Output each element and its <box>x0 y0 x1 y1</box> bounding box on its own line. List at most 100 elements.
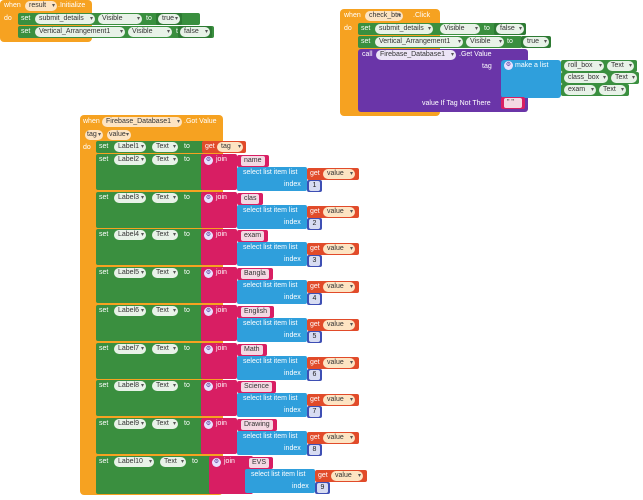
setter-block-label1-text[interactable]: set Label1 Text to <box>96 141 210 153</box>
number-block[interactable]: 1 <box>307 180 322 192</box>
text-string-block[interactable]: name <box>237 155 269 167</box>
join-block[interactable]: ⚙ join <box>201 304 237 341</box>
make-a-list-block[interactable]: ⚙ make a list <box>501 60 561 98</box>
variable-dropdown[interactable]: value <box>331 470 363 481</box>
mutator-gear-icon[interactable]: ⚙ <box>204 193 213 203</box>
call-block-firebase-get-value[interactable]: call Firebase_Database1 .Get Value tag v… <box>358 49 528 112</box>
component-dropdown[interactable]: Label6 <box>114 305 146 316</box>
text-string-block[interactable]: EVS <box>245 456 274 469</box>
text-string-block[interactable]: Drawing <box>237 418 277 431</box>
select-list-item-block[interactable]: select list item list index <box>237 355 307 380</box>
component-dropdown[interactable]: check_btn <box>365 11 403 21</box>
setter-block-label3-text[interactable]: set Label3 Text to <box>96 191 212 228</box>
number-value[interactable]: 5 <box>309 331 320 342</box>
mutator-gear-icon[interactable]: ⚙ <box>204 344 213 354</box>
property-dropdown[interactable]: Text <box>152 230 178 241</box>
select-list-item-block[interactable]: select list item list index <box>245 468 315 493</box>
variable-dropdown[interactable]: value <box>323 319 355 330</box>
variable-dropdown[interactable]: value <box>323 282 355 293</box>
get-value-block[interactable]: get value <box>307 394 359 407</box>
join-block[interactable]: ⚙ join <box>201 191 237 228</box>
component-dropdown[interactable]: Firebase_Database1 <box>102 117 182 127</box>
property-dropdown[interactable]: Visible <box>98 14 142 24</box>
component-dropdown[interactable]: Label1 <box>114 142 146 152</box>
setter-block-label7-text[interactable]: set Label7 Text to <box>96 342 212 379</box>
component-dropdown[interactable]: class_box <box>564 73 608 83</box>
property-dropdown[interactable]: Text <box>152 155 178 165</box>
setter-block-submit-visible[interactable]: set submit_details Visible to <box>18 13 200 25</box>
variable-dropdown[interactable]: value <box>323 395 355 406</box>
component-dropdown[interactable]: roll_box <box>564 61 604 71</box>
join-block[interactable]: ⚙ join <box>201 154 237 190</box>
string-value[interactable]: Science <box>241 382 272 393</box>
number-value[interactable]: 2 <box>309 218 320 229</box>
number-value[interactable]: 8 <box>309 444 320 455</box>
property-dropdown[interactable]: Text <box>152 142 178 152</box>
join-block[interactable]: ⚙ join <box>201 342 237 379</box>
getter-class-box-text[interactable]: class_box Text <box>561 72 639 84</box>
select-list-item-block[interactable]: select list item list index <box>237 393 307 418</box>
variable-dropdown[interactable]: value <box>323 206 355 217</box>
setter-block-label5-text[interactable]: set Label5 Text to <box>96 267 212 304</box>
setter-block-arrangement-visible[interactable]: set Vertical_Arrangement1 Visible to <box>358 36 522 48</box>
join-block[interactable]: ⚙ join <box>201 267 237 304</box>
select-list-item-block[interactable]: select list item list index <box>237 242 307 267</box>
property-dropdown[interactable]: Text <box>152 192 178 203</box>
text-string-block[interactable]: exam <box>237 230 269 243</box>
number-block[interactable]: 2 <box>307 217 322 230</box>
boolean-block[interactable]: true <box>156 13 182 25</box>
boolean-dropdown[interactable]: true <box>523 37 549 47</box>
string-value[interactable]: exam <box>241 231 265 242</box>
property-dropdown[interactable]: Text <box>599 85 626 95</box>
component-dropdown[interactable]: Firebase_Database1 <box>376 50 456 60</box>
boolean-block[interactable]: false <box>178 26 212 38</box>
mutator-gear-icon[interactable]: ⚙ <box>504 61 513 70</box>
get-value-block[interactable]: get value <box>307 243 359 256</box>
text-string-block[interactable]: English <box>237 305 274 318</box>
select-list-item-block[interactable]: select list item list index <box>237 280 307 305</box>
component-dropdown[interactable]: result <box>25 1 57 11</box>
string-value[interactable]: name <box>241 156 265 166</box>
component-dropdown[interactable]: submit_details <box>375 24 433 34</box>
get-value-block[interactable]: get value <box>307 281 359 294</box>
property-dropdown[interactable]: Text <box>152 381 178 392</box>
property-dropdown[interactable]: Text <box>160 456 186 467</box>
select-list-item-block[interactable]: select list item list index <box>237 204 307 229</box>
number-block[interactable]: 5 <box>307 330 322 343</box>
number-block[interactable]: 4 <box>307 293 322 306</box>
text-string-block[interactable]: Bangla <box>237 268 273 281</box>
mutator-gear-icon[interactable]: ⚙ <box>212 457 221 467</box>
get-value-block[interactable]: get value <box>307 205 359 218</box>
get-tag-block[interactable]: get tag <box>202 141 246 153</box>
component-dropdown[interactable]: Label4 <box>114 230 146 241</box>
string-value[interactable]: EVS <box>249 457 270 468</box>
setter-block-label6-text[interactable]: set Label6 Text to <box>96 304 212 341</box>
empty-string-block[interactable]: " " <box>501 97 525 109</box>
setter-block-label4-text[interactable]: set Label4 Text to <box>96 229 212 266</box>
property-dropdown[interactable]: Text <box>607 61 634 71</box>
component-dropdown[interactable]: Label10 <box>114 456 154 467</box>
number-block[interactable]: 9 <box>315 481 330 494</box>
component-dropdown[interactable]: Label2 <box>114 155 146 165</box>
mutator-gear-icon[interactable]: ⚙ <box>204 382 213 392</box>
string-value[interactable]: " " <box>504 98 522 108</box>
get-value-block[interactable]: get value <box>307 356 359 369</box>
component-dropdown[interactable]: Label7 <box>114 343 146 354</box>
getter-exam-text[interactable]: exam Text <box>561 84 629 96</box>
property-dropdown[interactable]: Text <box>611 73 637 83</box>
mutator-gear-icon[interactable]: ⚙ <box>204 306 213 316</box>
string-value[interactable]: clas <box>241 193 260 204</box>
get-value-block[interactable]: get value <box>315 469 367 482</box>
component-dropdown[interactable]: Label9 <box>114 418 146 429</box>
property-dropdown[interactable]: Visible <box>466 37 504 47</box>
select-list-item-block[interactable]: select list item list index <box>237 317 307 342</box>
property-dropdown[interactable]: Text <box>152 305 178 316</box>
variable-dropdown[interactable]: value <box>323 432 355 443</box>
setter-block-label8-text[interactable]: set Label8 Text to <box>96 380 212 417</box>
join-block[interactable]: ⚙ join <box>201 229 237 266</box>
component-dropdown[interactable]: submit_details <box>35 14 95 24</box>
get-value-block[interactable]: get value <box>307 431 359 444</box>
mutator-gear-icon[interactable]: ⚙ <box>204 419 213 429</box>
number-value[interactable]: 9 <box>317 482 328 493</box>
number-block[interactable]: 6 <box>307 368 322 381</box>
